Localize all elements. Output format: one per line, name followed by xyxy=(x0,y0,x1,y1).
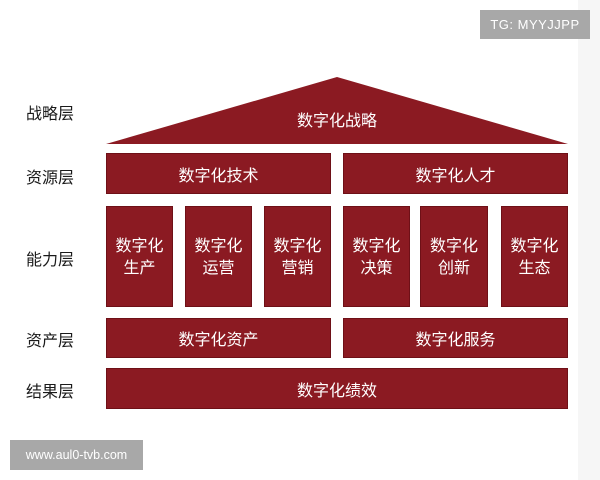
capability-line1: 数字化 xyxy=(115,235,164,255)
capability-line1: 数字化 xyxy=(194,235,243,255)
strategy-roof xyxy=(106,77,568,144)
asset-item-assets: 数字化资产 xyxy=(106,318,331,358)
capability-line2: 生态 xyxy=(518,257,551,277)
capability-item-ecosystem: 数字化 生态 xyxy=(501,206,568,307)
capability-line1: 数字化 xyxy=(510,235,559,255)
capability-line2: 创新 xyxy=(437,257,470,277)
watermark-top-right: TG: MYYJJPP xyxy=(480,10,590,39)
capability-item-decision: 数字化 决策 xyxy=(343,206,410,307)
capability-item-operations: 数字化 运营 xyxy=(185,206,252,307)
capability-item-innovation: 数字化 创新 xyxy=(420,206,488,307)
capability-item-production: 数字化 生产 xyxy=(106,206,173,307)
watermark-bottom-left: www.aul0-tvb.com xyxy=(10,440,143,470)
label-capability-layer: 能力层 xyxy=(26,250,75,269)
capability-line2: 生产 xyxy=(123,257,156,277)
label-result-layer: 结果层 xyxy=(26,382,75,401)
capability-line2: 决策 xyxy=(360,257,393,277)
capability-line2: 运营 xyxy=(202,257,235,277)
label-strategy-layer: 战略层 xyxy=(26,104,75,123)
capability-line1: 数字化 xyxy=(352,235,401,255)
resource-item-talent: 数字化人才 xyxy=(343,153,568,194)
asset-item-services: 数字化服务 xyxy=(343,318,568,358)
capability-line1: 数字化 xyxy=(273,235,322,255)
result-item-performance: 数字化绩效 xyxy=(106,368,568,409)
label-asset-layer: 资产层 xyxy=(26,331,75,350)
resource-item-technology: 数字化技术 xyxy=(106,153,331,194)
label-resource-layer: 资源层 xyxy=(26,168,75,187)
capability-item-marketing: 数字化 营销 xyxy=(264,206,331,307)
strategy-item: 数字化战略 xyxy=(296,111,377,130)
capability-line2: 营销 xyxy=(281,257,314,277)
background-strip xyxy=(578,0,600,480)
capability-line1: 数字化 xyxy=(429,235,478,255)
